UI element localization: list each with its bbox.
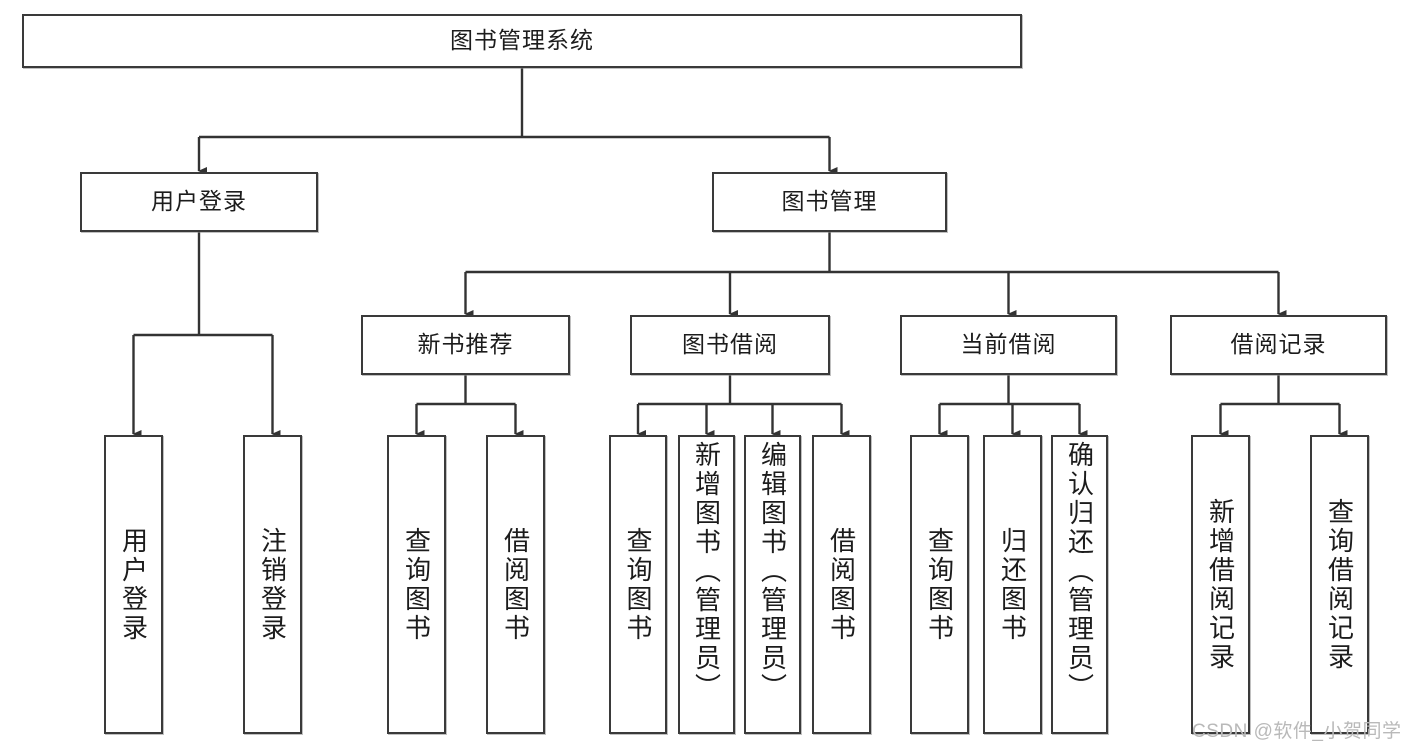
node-login[interactable]: 用户登录 [80,172,318,232]
node-newbook[interactable]: 新书推荐 [361,315,570,375]
node-label-r_add: 新增借阅记录 [1205,497,1236,672]
node-bookmgmt[interactable]: 图书管理 [712,172,947,232]
node-label-l_login: 用户登录 [118,526,149,643]
node-b_lend[interactable]: 借阅图书 [812,435,871,734]
node-label-current: 当前借阅 [960,331,1057,358]
node-label-b_edit: 编辑图书（管理员） [757,441,788,702]
node-label-root: 图书管理系统 [450,27,594,54]
node-c_return[interactable]: 归还图书 [983,435,1042,734]
node-label-records: 借阅记录 [1230,331,1327,358]
node-b_edit[interactable]: 编辑图书（管理员） [744,435,801,734]
node-c_confirm[interactable]: 确认归还（管理员） [1051,435,1108,734]
node-label-c_return: 归还图书 [997,526,1028,643]
node-label-b_query: 查询图书 [623,526,653,643]
node-label-login: 用户登录 [151,188,247,215]
node-label-borrow: 图书借阅 [682,331,778,358]
node-label-n_query: 查询图书 [401,526,432,643]
node-root[interactable]: 图书管理系统 [22,14,1022,68]
node-r_add[interactable]: 新增借阅记录 [1191,435,1250,734]
node-label-newbook: 新书推荐 [417,331,514,358]
node-l_login[interactable]: 用户登录 [104,435,163,734]
node-label-b_lend: 借阅图书 [826,526,857,643]
node-n_borrow[interactable]: 借阅图书 [486,435,545,734]
csdn-watermark: CSDN @软件_小贺同学 [1192,721,1402,742]
node-label-bookmgmt: 图书管理 [781,188,878,215]
node-r_query[interactable]: 查询借阅记录 [1310,435,1369,734]
node-n_query[interactable]: 查询图书 [387,435,446,734]
node-label-c_query: 查询图书 [924,526,955,643]
node-l_logout[interactable]: 注销登录 [243,435,302,734]
node-label-r_query: 查询借阅记录 [1324,497,1355,672]
node-b_add[interactable]: 新增图书（管理员） [678,435,735,734]
node-c_query[interactable]: 查询图书 [910,435,969,734]
node-label-n_borrow: 借阅图书 [500,526,531,643]
node-b_query[interactable]: 查询图书 [609,435,667,734]
node-label-c_confirm: 确认归还（管理员） [1064,441,1095,702]
node-records[interactable]: 借阅记录 [1170,315,1387,375]
node-borrow[interactable]: 图书借阅 [630,315,830,375]
node-label-b_add: 新增图书（管理员） [691,441,722,702]
node-current[interactable]: 当前借阅 [900,315,1117,375]
node-label-l_logout: 注销登录 [257,526,288,643]
